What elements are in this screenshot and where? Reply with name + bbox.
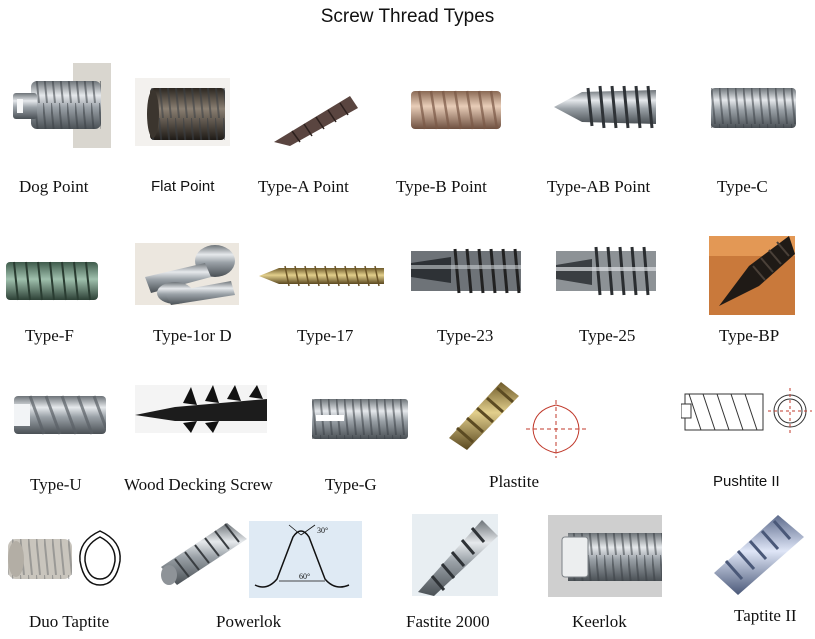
- duo-taptite-image: [4, 535, 72, 583]
- taptite-ii-image: [708, 509, 808, 595]
- page-title: Screw Thread Types: [320, 6, 495, 27]
- plastite-diagram: [526, 400, 586, 458]
- type-ab-point-label: Type-AB Point: [547, 177, 651, 196]
- type-bp-label: Type-BP: [719, 326, 780, 345]
- type-25-label: Type-25: [579, 326, 636, 345]
- plastite-label: Plastite: [489, 472, 540, 491]
- dog-point-label: Dog Point: [19, 177, 89, 196]
- type-23-image: [411, 243, 521, 298]
- powerlok-label: Powerlok: [216, 612, 282, 631]
- type-a-point-image: [270, 86, 358, 148]
- type-f-label: Type-F: [25, 326, 74, 345]
- keerlok-image: [548, 515, 662, 597]
- type-ab-point-image: [552, 82, 660, 132]
- plastite-image: [445, 378, 523, 450]
- flat-point-image: [135, 78, 230, 146]
- fastite-2000-image: [412, 514, 498, 596]
- dog-point-image: [3, 63, 111, 148]
- wood-decking-screw-label: Wood Decking Screw: [124, 475, 273, 494]
- type-17-image: [259, 262, 384, 290]
- type-u-label: Type-U: [30, 475, 82, 494]
- pushtite-ii-image: [681, 388, 765, 436]
- type-1-or-d-image: [135, 243, 239, 305]
- powerlok-image: [157, 519, 247, 587]
- type-a-point-label: Type-A Point: [258, 177, 349, 196]
- type-u-image: [10, 392, 106, 438]
- powerlok-angle-30: 30°: [317, 526, 328, 535]
- powerlok-diagram: 30° 60°: [249, 521, 362, 598]
- powerlok-angle-60: 60°: [299, 572, 310, 581]
- pushtite-ii-diagram: [768, 388, 812, 434]
- type-25-image: [556, 241, 656, 301]
- type-g-image: [312, 395, 408, 443]
- fastite-2000-label: Fastite 2000: [406, 612, 490, 631]
- type-b-point-image: [405, 83, 505, 138]
- type-f-image: [6, 260, 98, 302]
- type-c-image: [711, 84, 796, 132]
- taptite-ii-label: Taptite II: [734, 606, 797, 625]
- keerlok-label: Keerlok: [572, 612, 627, 631]
- flat-point-label: Flat Point: [151, 178, 215, 195]
- pushtite-ii-label: Pushtite II: [713, 473, 780, 490]
- duo-taptite-diagram: [74, 527, 126, 589]
- type-1-or-d-label: Type-1or D: [153, 326, 232, 345]
- type-17-label: Type-17: [297, 326, 354, 345]
- duo-taptite-label: Duo Taptite: [29, 612, 110, 631]
- type-b-point-label: Type-B Point: [396, 177, 487, 196]
- type-23-label: Type-23: [437, 326, 494, 345]
- wood-decking-screw-image: [135, 385, 267, 433]
- type-bp-image: [709, 236, 795, 315]
- type-c-label: Type-C: [717, 177, 768, 196]
- type-g-label: Type-G: [325, 475, 377, 494]
